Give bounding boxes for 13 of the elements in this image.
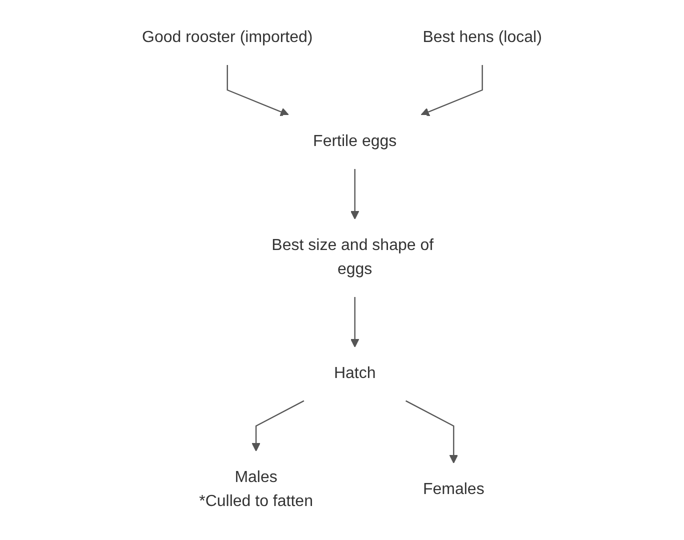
- arrow: [350, 169, 360, 220]
- node-text: Good rooster (imported): [142, 29, 313, 46]
- arrow: [252, 400, 304, 452]
- arrow: [406, 400, 458, 464]
- arrow: [350, 297, 360, 348]
- arrow: [226, 65, 290, 116]
- node-text: Best hens (local): [422, 29, 542, 46]
- node-text: Females: [423, 481, 484, 498]
- arrow: [420, 65, 483, 116]
- node-text: Best size and shape of eggs: [272, 237, 434, 278]
- node-text: Fertile eggs: [313, 133, 397, 150]
- node-text: Males *Culled to fatten: [199, 469, 314, 510]
- node-text: Hatch: [334, 365, 376, 382]
